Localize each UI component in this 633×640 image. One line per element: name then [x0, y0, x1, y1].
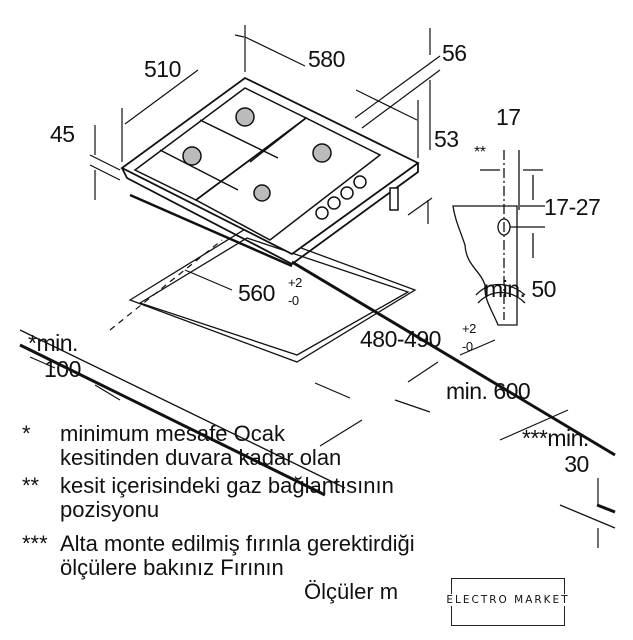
dim-480-tol-plus: +2: [462, 321, 476, 336]
dim-45: 45: [50, 121, 75, 147]
dim-560-value: 560: [238, 280, 275, 306]
dim-min-100: *min. 100: [28, 330, 81, 382]
note-1-line-1: minimum mesafe Ocak: [60, 421, 285, 446]
dim-17: 17: [496, 104, 521, 130]
dim-min-30-a: ***min.: [522, 425, 589, 451]
note-3-line-2: ölçülere bakınız Fırının: [60, 555, 284, 580]
note-2: ** kesit içerisindeki gaz bağlantısının p…: [22, 474, 394, 522]
dim-min-30: ***min. 30: [522, 425, 589, 477]
dim-560-tol-minus: -0: [288, 293, 299, 308]
hob: [120, 76, 420, 268]
dim-480-490: 480-490 +2 -0: [360, 322, 476, 353]
note-2-line-1: kesit içerisindeki gaz bağlantısının: [60, 473, 394, 498]
dim-56: 56: [442, 40, 467, 66]
gas-mark: **: [474, 144, 486, 161]
dim-min-600: min. 600: [446, 378, 531, 404]
dim-560: 560 +2 -0: [238, 276, 302, 307]
dim-510: 510: [144, 56, 181, 82]
note-1-line-2: kesitinden duvara kadar olan: [60, 445, 342, 470]
note-3: *** Alta monte edilmiş fırınla gerektirdi…: [22, 532, 415, 604]
gas-connection-section: [452, 150, 545, 326]
note-2-line-2: pozisyonu: [60, 497, 160, 522]
watermark-logo: ELECTRO MARKET: [437, 578, 579, 626]
note-3-line-1: Alta monte edilmiş fırınla gerektirdiği: [60, 531, 415, 556]
dim-min-30-b: 30: [564, 451, 589, 477]
dim-53: 53: [434, 126, 459, 152]
note-1: * minimum mesafe Ocak kesitinden duvara k…: [22, 422, 341, 470]
note-2-mark: **: [22, 473, 40, 498]
dim-min-100-b: 100: [44, 356, 81, 382]
dim-min-50: min. 50: [484, 276, 556, 302]
cutout: [109, 227, 417, 363]
watermark-brand: ELECTRO MARKET: [437, 594, 579, 606]
note-1-mark: *: [22, 421, 31, 446]
dim-17-27: 17-27: [544, 194, 601, 220]
countertop: [19, 260, 616, 529]
note-3-line-3: Ölçüler m: [304, 579, 399, 604]
note-3-mark: ***: [22, 531, 48, 556]
dim-min-100-a: min.: [36, 330, 78, 356]
dimension-lines: [29, 25, 599, 548]
dim-480-value: 480-490: [360, 326, 441, 352]
dim-min-100-mark: *: [28, 330, 37, 356]
dim-480-tol-minus: -0: [462, 339, 473, 354]
dim-580: 580: [308, 46, 345, 72]
dim-560-tol-plus: +2: [288, 275, 302, 290]
